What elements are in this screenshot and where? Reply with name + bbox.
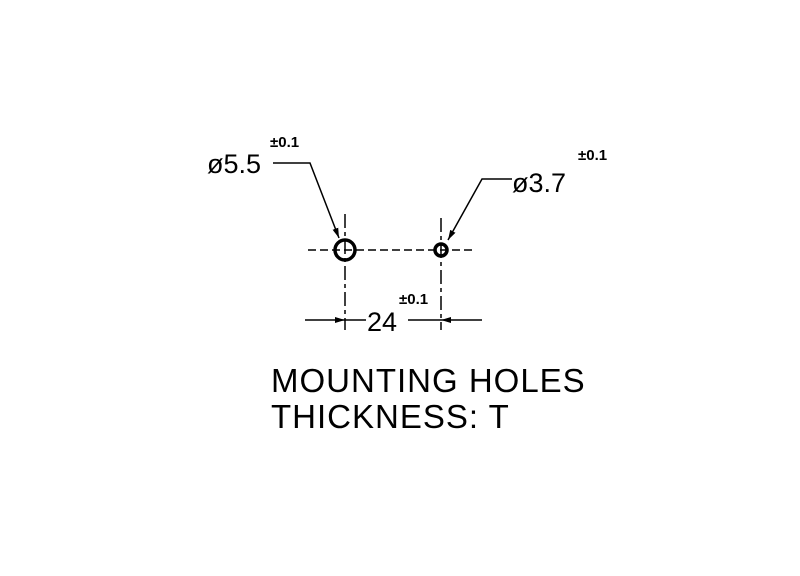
caption-thickness: THICKNESS: T <box>271 398 510 435</box>
caption-title: MOUNTING HOLES <box>271 362 586 399</box>
large-hole-leader <box>273 162 340 239</box>
small-hole-tolerance: ±0.1 <box>578 147 607 164</box>
small-hole-diameter: ø3.7 <box>512 168 566 198</box>
large-hole-diameter: ø5.5 <box>207 149 261 179</box>
spacing-tolerance: ±0.1 <box>399 291 428 308</box>
large-hole-tolerance: ±0.1 <box>270 134 299 151</box>
spacing-value: 24 <box>367 307 397 337</box>
large-hole <box>333 238 357 262</box>
small-hole <box>433 242 449 258</box>
small-hole-leader <box>447 178 512 241</box>
